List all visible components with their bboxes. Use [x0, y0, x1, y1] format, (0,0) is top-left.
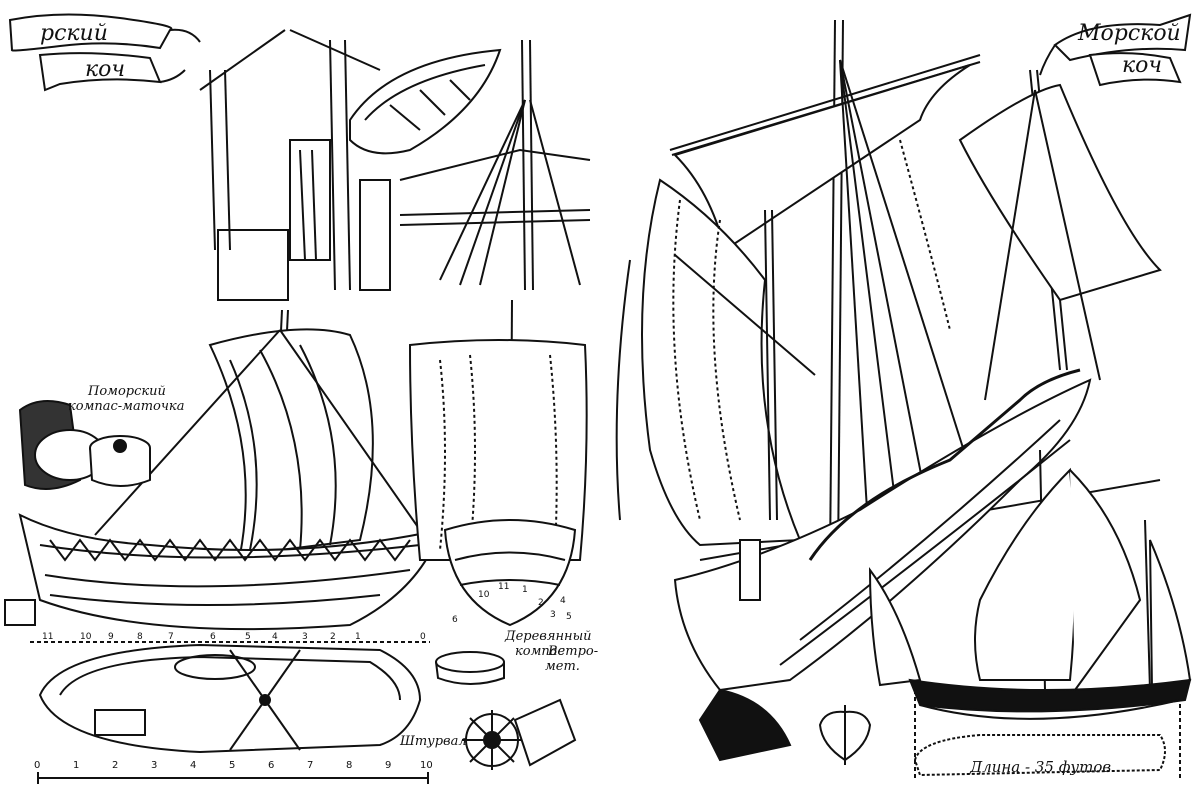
- frame-number: 5: [566, 612, 572, 622]
- scale-tick: 0: [34, 760, 41, 771]
- wooden-compass-caption-line4: мет.: [545, 659, 580, 674]
- frame-number: 6: [452, 615, 458, 625]
- pomor-compass-drawing: [18, 400, 151, 490]
- scale-tick: 7: [307, 760, 314, 771]
- wooden-compass-caption-line2: компас: [515, 644, 565, 659]
- right-banner-line1: Морской: [1078, 21, 1181, 46]
- rowing-boat-drawing: [349, 48, 502, 155]
- length-caption: Длина - 35 футов: [970, 758, 1112, 776]
- scale-tick: 9: [385, 760, 392, 771]
- station-number: 7: [168, 632, 174, 642]
- left-page-drawings: [4, 13, 591, 784]
- hull-section-drawing: [818, 690, 1181, 780]
- frame-number: 10: [478, 590, 490, 600]
- left-banner-line1: рский: [40, 21, 108, 46]
- frame-number: 2: [538, 598, 544, 608]
- wooden-compass-caption-line1: Деревянный: [505, 629, 592, 644]
- scale-tick: 2: [112, 760, 119, 771]
- scale-tick: 3: [151, 760, 158, 771]
- station-number: 8: [137, 632, 143, 642]
- station-number: 3: [302, 632, 308, 642]
- ship-side-view: [4, 309, 442, 631]
- wooden-compass-drawing: [435, 651, 505, 685]
- large-ship-illustration: [615, 19, 1162, 762]
- pomor-compass-caption-line1: Поморский: [88, 384, 166, 399]
- scale-tick: 6: [268, 760, 275, 771]
- scale-tick: 4: [190, 760, 197, 771]
- right-banner-line2: коч: [1122, 53, 1163, 78]
- frame-number: 4: [560, 596, 566, 606]
- small-ship-illustration: [868, 449, 1192, 720]
- station-number: 0: [420, 632, 426, 642]
- page-gutter: [598, 0, 602, 794]
- station-number: 9: [108, 632, 114, 642]
- station-number: 11: [42, 632, 54, 642]
- right-page-drawings: [615, 13, 1192, 780]
- station-number: 4: [272, 632, 278, 642]
- station-number: 6: [210, 632, 216, 642]
- mast-shrouds-drawing: [399, 39, 591, 291]
- scale-tick: 1: [73, 760, 80, 771]
- scale-bar: [37, 772, 429, 784]
- ship-front-view: [408, 299, 588, 627]
- left-banner-line2: коч: [85, 57, 126, 82]
- station-number: 2: [330, 632, 336, 642]
- wheel-caption: Штурвал: [400, 734, 467, 749]
- frame-number: 11: [498, 582, 510, 592]
- ship-wheel-drawing: [462, 698, 577, 770]
- mast-fittings-drawing: [199, 29, 391, 301]
- scale-tick: 5: [229, 760, 236, 771]
- frame-number: 1: [522, 585, 528, 595]
- station-number: 5: [245, 632, 251, 642]
- station-number: 1: [355, 632, 361, 642]
- deck-plan-view: [30, 641, 430, 754]
- right-page: Морской коч Длина - 35 футов: [600, 0, 1200, 794]
- scale-tick: 10: [420, 760, 433, 771]
- wooden-compass-caption-line3: Ветро-: [548, 644, 599, 659]
- pomor-compass-caption-line2: компас-маточка: [68, 399, 185, 414]
- scale-tick: 8: [346, 760, 353, 771]
- title-banner-right: [1039, 13, 1192, 87]
- title-banner-left: [8, 13, 201, 92]
- left-page: рский коч Поморский компас-маточка Дерев…: [4, 13, 599, 784]
- station-number: 10: [80, 632, 92, 642]
- frame-number: 3: [550, 610, 556, 620]
